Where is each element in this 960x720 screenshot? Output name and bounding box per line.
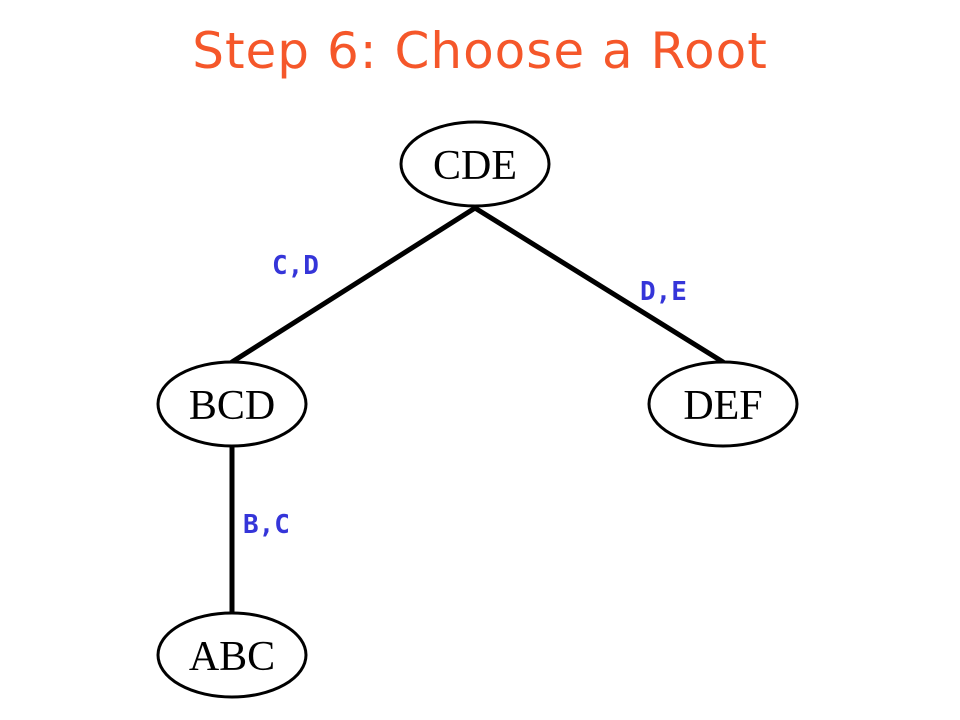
node-cde-label: CDE (433, 143, 517, 189)
node-bcd-label: BCD (189, 383, 275, 429)
node-abc-label: ABC (189, 634, 275, 680)
node-cde: CDE (399, 120, 551, 208)
edge-label-cde-def: D,E (640, 277, 687, 307)
slide-title: Step 6: Choose a Root (192, 22, 768, 80)
edge-cde-def (472, 205, 726, 365)
node-def-label: DEF (683, 383, 762, 429)
node-def: DEF (647, 360, 799, 448)
edge-label-bcd-abc: B,C (243, 510, 290, 540)
node-bcd: BCD (156, 360, 308, 448)
node-abc: ABC (156, 611, 308, 699)
edge-cde-bcd (229, 205, 478, 365)
edge-label-cde-bcd: C,D (272, 251, 319, 281)
